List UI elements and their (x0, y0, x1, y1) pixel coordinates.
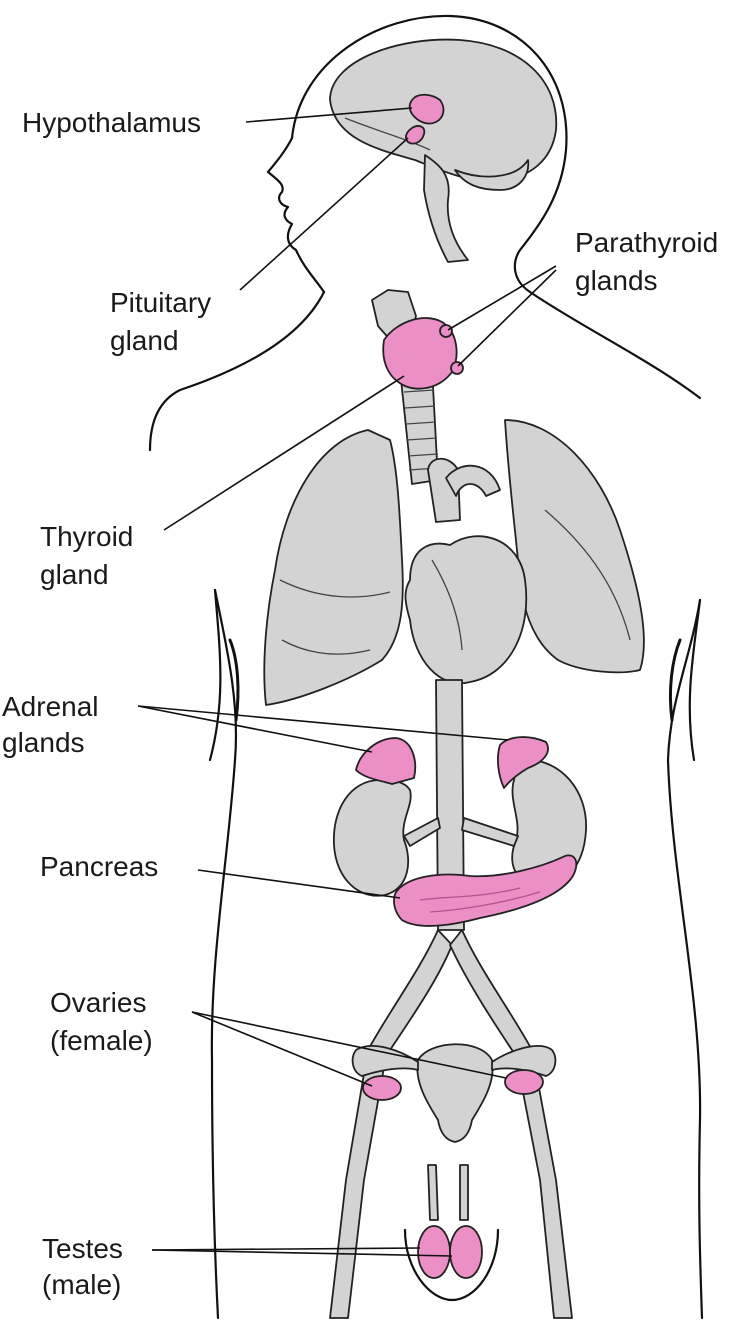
aorta (435, 679, 465, 931)
brain (329, 38, 558, 263)
testis-left (417, 1225, 451, 1279)
ovary-right (504, 1069, 544, 1095)
hypothalamus (408, 93, 445, 125)
ovary-left (362, 1075, 402, 1101)
label-hypothalamus: Hypothalamus (22, 107, 201, 138)
label-ovaries: Ovaries (female) (50, 987, 154, 1056)
left-kidney (333, 779, 412, 897)
adrenal-gland-left (355, 737, 417, 785)
label-thyroid-gland: Thyroid gland (40, 521, 141, 590)
pituitary-gland (405, 125, 426, 145)
label-parathyroid-glands: Parathyroid glands (575, 227, 726, 296)
iliac-vessels (329, 929, 573, 1319)
parathyroid-gland-upper (439, 324, 453, 338)
heart (404, 457, 528, 685)
label-pancreas: Pancreas (40, 851, 158, 882)
pancreas (393, 854, 578, 927)
right-lung (504, 419, 645, 674)
body-outline (148, 14, 704, 1320)
adrenal-gland-right (497, 736, 549, 789)
left-lung (263, 429, 404, 706)
label-testes: Testes (male) (42, 1233, 131, 1300)
uterus (416, 1043, 494, 1143)
leader-lines (137, 107, 557, 1257)
label-adrenal-glands: Adrenal glands (2, 691, 106, 758)
testis-right (449, 1225, 483, 1279)
scrotum (427, 1164, 469, 1221)
label-pituitary-gland: Pituitary gland (110, 287, 219, 356)
